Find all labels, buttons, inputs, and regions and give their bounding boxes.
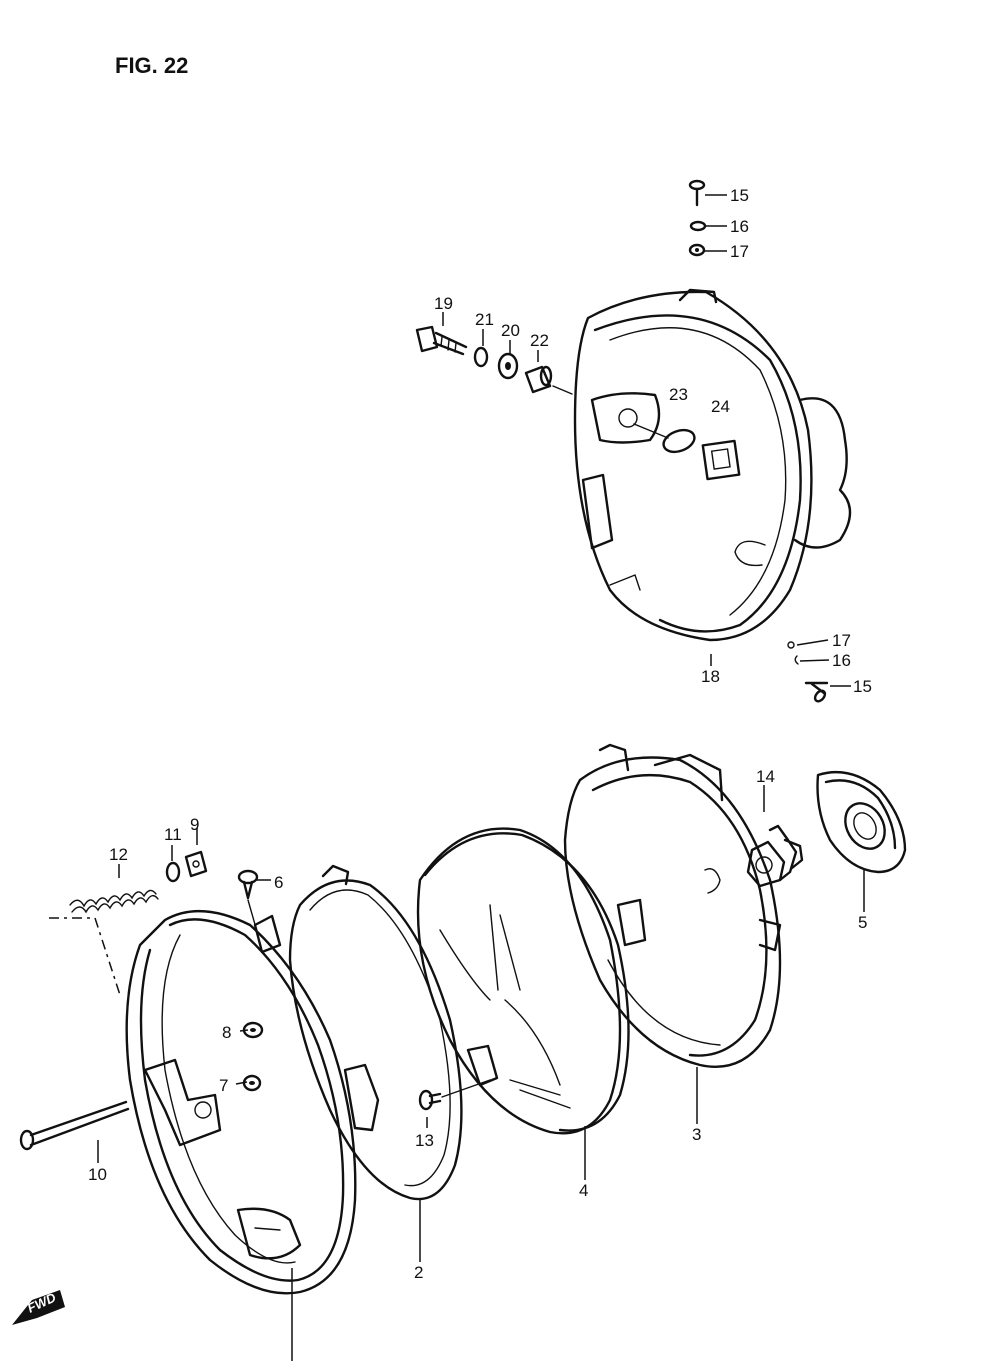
lens-ring-part-2 xyxy=(288,864,499,1201)
callout-4: 4 xyxy=(579,1181,588,1200)
callout-24: 24 xyxy=(711,397,730,416)
callout-16-bottom: 16 xyxy=(832,651,851,670)
callout-14: 14 xyxy=(756,767,775,786)
callout-19: 19 xyxy=(434,294,453,313)
washer-part-16-bottom xyxy=(794,655,799,665)
figure-title: FIG. 22 xyxy=(115,53,188,78)
headlamp-rim-part-1 xyxy=(125,910,357,1295)
nut-part-8 xyxy=(242,1021,264,1039)
callout-15-top: 15 xyxy=(730,186,749,205)
adjusting-spring-part-12 xyxy=(69,889,159,914)
washer-part-20 xyxy=(497,352,519,380)
callout-8: 8 xyxy=(222,1023,231,1042)
washer-part-17-top xyxy=(688,243,706,257)
screw-part-15-bottom xyxy=(804,681,829,703)
callout-18: 18 xyxy=(701,667,720,686)
nut-part-7 xyxy=(242,1074,262,1092)
screw-part-13 xyxy=(418,1079,491,1111)
washer-part-17-bottom xyxy=(787,641,795,649)
callout-17-bottom: 17 xyxy=(832,631,851,650)
headlamp-lens-part-4 xyxy=(416,827,647,1135)
screw-part-15-top xyxy=(688,179,706,207)
screw-part-6 xyxy=(237,869,259,900)
spacer-part-22 xyxy=(524,365,573,395)
forward-arrow-icon: FWD xyxy=(12,1289,65,1325)
callout-15-bottom: 15 xyxy=(853,677,872,696)
bolt-part-19 xyxy=(415,325,468,356)
callout-2: 2 xyxy=(414,1263,423,1282)
callout-6: 6 xyxy=(274,873,283,892)
adjusting-screw-part-10 xyxy=(19,1100,130,1151)
nut-part-9 xyxy=(184,850,208,878)
callout-17-top: 17 xyxy=(730,242,749,261)
callout-3: 3 xyxy=(692,1125,701,1144)
callout-23: 23 xyxy=(669,385,688,404)
callout-21: 21 xyxy=(475,310,494,329)
callout-13: 13 xyxy=(415,1131,434,1150)
bulb-part-14 xyxy=(746,824,804,888)
callout-11: 11 xyxy=(164,825,182,844)
callout-12: 12 xyxy=(109,845,128,864)
spring-seat-part-11 xyxy=(165,861,181,883)
headlamp-unit-part-3 xyxy=(563,743,782,1068)
socket-cover-part-5 xyxy=(816,771,907,874)
callout-20: 20 xyxy=(501,321,520,340)
bracket-top xyxy=(253,914,282,954)
headlamp-housing-part-18 xyxy=(573,288,852,642)
callout-5: 5 xyxy=(858,913,867,932)
callout-16-top: 16 xyxy=(730,217,749,236)
callout-7: 7 xyxy=(219,1076,228,1095)
callout-22: 22 xyxy=(530,331,549,350)
washer-part-21 xyxy=(473,346,489,368)
washer-part-16-top xyxy=(689,220,707,232)
callout-10: 10 xyxy=(88,1165,107,1184)
assembly-guide-line xyxy=(49,917,121,996)
callout-9: 9 xyxy=(190,815,199,834)
